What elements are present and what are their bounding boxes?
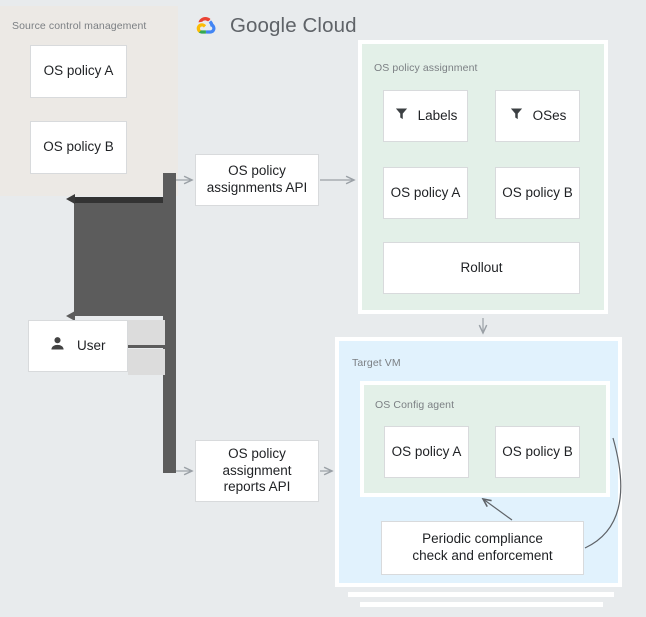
os-config-agent-label: OS Config agent	[375, 399, 455, 411]
agent-card-os-policy-a[interactable]: OS policy A	[384, 426, 469, 478]
machine-block	[74, 203, 175, 316]
api-card-os-policy-assignments-api[interactable]: OS policy assignments API	[195, 154, 319, 206]
target-vm-stack-shadow-2	[360, 602, 603, 607]
periodic-compliance-card[interactable]: Periodic compliance check and enforcemen…	[381, 521, 584, 575]
assignment-filter-labels[interactable]: Labels	[383, 90, 468, 142]
assignment-card-os-policy-a[interactable]: OS policy A	[383, 167, 468, 219]
wordmark-google: Google	[230, 14, 297, 38]
connector-spine	[163, 173, 176, 473]
user-card[interactable]: User	[28, 320, 128, 372]
google-cloud-logo-icon	[190, 14, 220, 39]
api-card-os-policy-assignment-reports-api[interactable]: OS policy assignment reports API	[195, 440, 319, 502]
scm-card-os-policy-a[interactable]: OS policy A	[30, 45, 127, 98]
target-vm-stack-shadow-1	[348, 592, 614, 597]
os-policy-assignment-label: OS policy assignment	[374, 62, 478, 74]
agent-card-os-policy-b[interactable]: OS policy B	[495, 426, 580, 478]
assignment-filter-labels-text: Labels	[417, 107, 458, 123]
assignment-card-rollout[interactable]: Rollout	[383, 242, 580, 294]
target-vm-label: Target VM	[352, 357, 401, 369]
filter-funnel-icon	[509, 106, 524, 126]
server-stack-lower	[128, 349, 165, 375]
google-cloud-logo: Google Cloud	[190, 14, 357, 39]
user-icon	[49, 335, 66, 357]
assignment-filter-oses[interactable]: OSes	[495, 90, 580, 142]
scm-card-os-policy-b[interactable]: OS policy B	[30, 121, 127, 174]
source-control-management-label: Source control management	[12, 20, 147, 32]
machine-top-edge	[74, 197, 175, 204]
wordmark-cloud: Cloud	[302, 14, 357, 38]
assignment-card-os-policy-b[interactable]: OS policy B	[495, 167, 580, 219]
google-cloud-wordmark: Google Cloud	[230, 16, 357, 37]
filter-funnel-icon	[394, 106, 409, 126]
server-stack-divider	[128, 345, 165, 348]
machine-arrow-bottom-icon	[66, 311, 75, 321]
user-label: User	[77, 337, 106, 353]
server-stack-upper	[128, 320, 165, 346]
machine-arrow-top-icon	[66, 194, 75, 204]
assignment-filter-oses-text: OSes	[532, 107, 567, 123]
